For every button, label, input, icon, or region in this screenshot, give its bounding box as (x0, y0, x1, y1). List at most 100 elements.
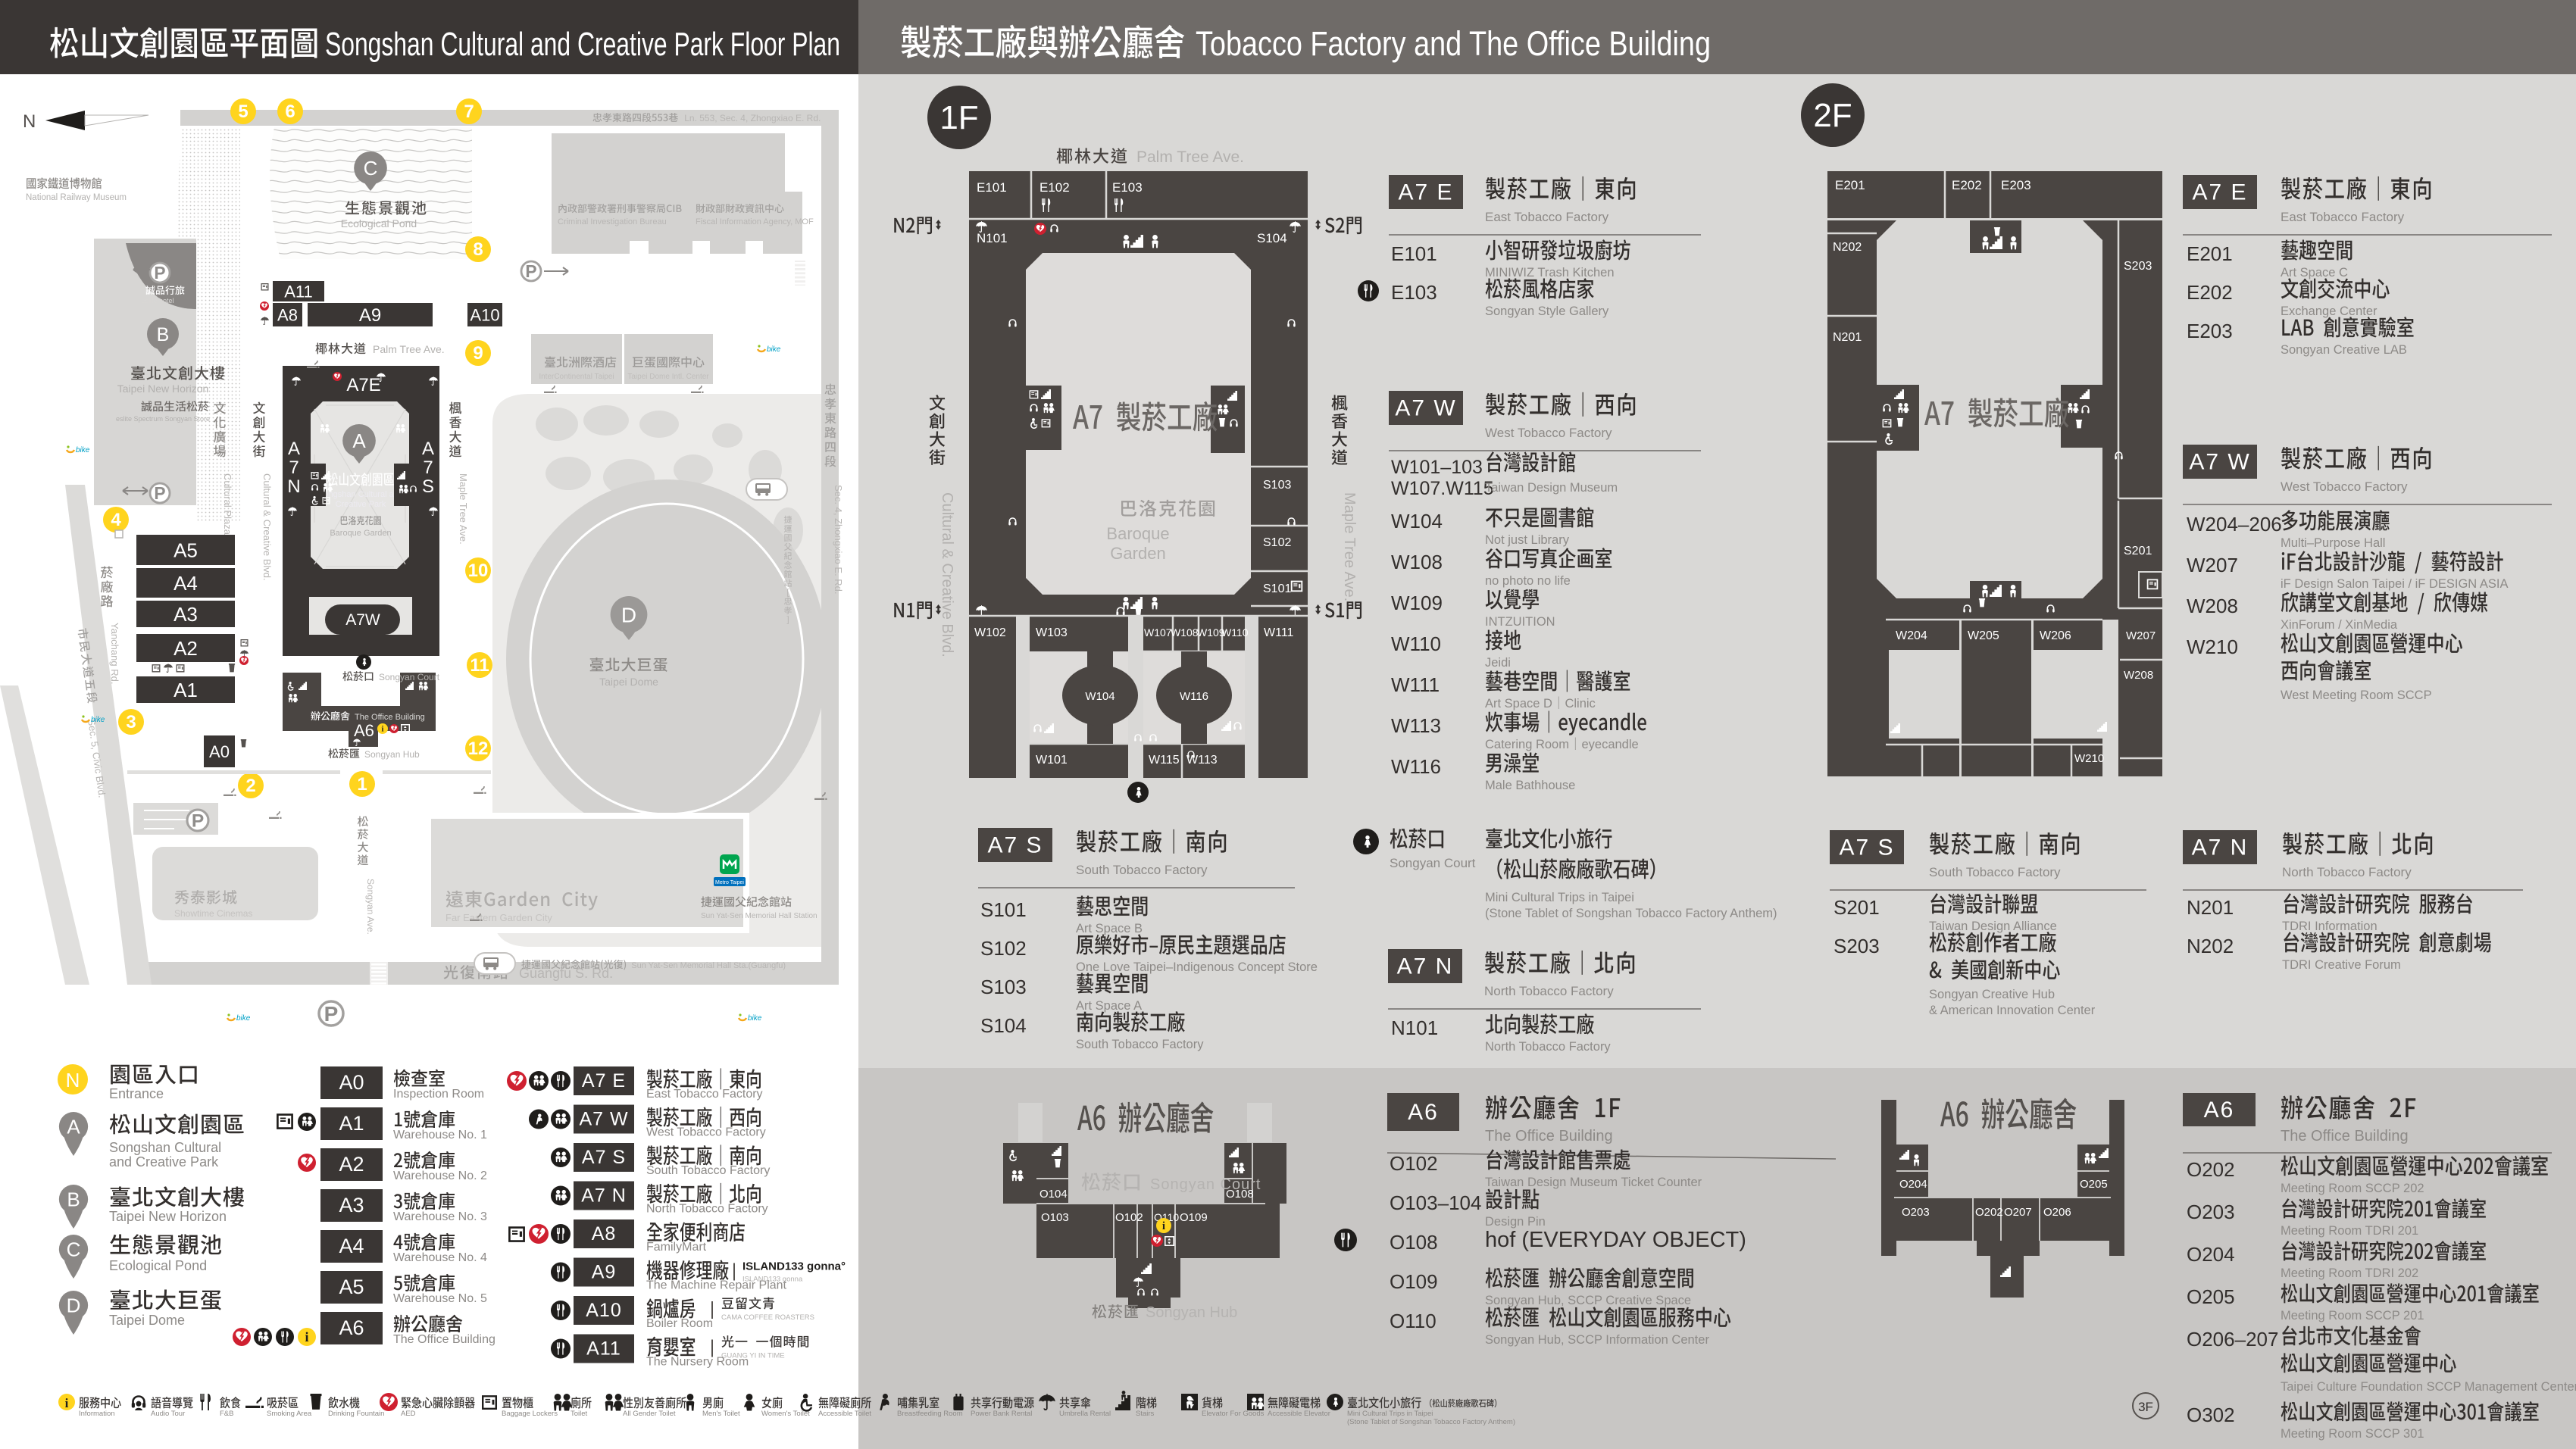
svg-text:W109: W109 (1197, 626, 1225, 639)
svg-text:W107: W107 (1144, 626, 1172, 639)
svg-text:Songyan Hub, SCCP Information: Songyan Hub, SCCP Information Center (1485, 1333, 1709, 1347)
svg-text:N: N (287, 476, 300, 497)
svg-text:All Gender Toilet: All Gender Toilet (623, 1410, 676, 1418)
svg-text:East Tobacco Factory: East Tobacco Factory (2281, 210, 2405, 224)
svg-text:A8: A8 (277, 305, 298, 324)
svg-text:A3: A3 (339, 1194, 364, 1216)
svg-text:A0: A0 (339, 1071, 364, 1094)
svg-text:3F: 3F (2138, 1400, 2153, 1414)
svg-text:GUANG YI IN TIME: GUANG YI IN TIME (721, 1352, 785, 1360)
svg-text:W204–206: W204–206 (2187, 513, 2282, 536)
svg-text:The Office Building: The Office Building (1485, 1128, 1613, 1145)
svg-text:Cultural & Creative Blvd.: Cultural & Creative Blvd. (939, 492, 955, 657)
svg-text:W208: W208 (2124, 669, 2153, 682)
svg-text:Men's Toilet: Men's Toilet (702, 1410, 740, 1418)
svg-text:Songshan Cultural and Creative: Songshan Cultural and Creative Park Floo… (325, 26, 840, 63)
svg-text:O102: O102 (1115, 1211, 1143, 1224)
svg-text:Showtime Cinemas: Showtime Cinemas (174, 908, 252, 919)
svg-text:North Tobacco Factory: North Tobacco Factory (2282, 865, 2412, 879)
svg-text:(Stone Tablet of Songshan Toba: (Stone Tablet of Songshan Tobacco Factor… (1347, 1418, 1515, 1426)
svg-text:A: A (288, 439, 300, 459)
svg-text:South Tobacco Factory: South Tobacco Factory (1076, 863, 1208, 877)
svg-text:S: S (422, 476, 434, 497)
svg-text:4: 4 (111, 510, 121, 530)
svg-text:East Tobacco Factory: East Tobacco Factory (1485, 210, 1609, 224)
svg-text:O102: O102 (1390, 1152, 1438, 1175)
svg-text:Warehouse No. 1: Warehouse No. 1 (393, 1129, 487, 1141)
svg-text:Taipei Culture Foundation SCCP: Taipei Culture Foundation SCCP Managemen… (2281, 1380, 2576, 1394)
svg-text:Umbrella Rental: Umbrella Rental (1059, 1410, 1111, 1418)
svg-text:W104: W104 (1391, 510, 1443, 532)
svg-text:Garden: Garden (1110, 544, 1165, 563)
svg-text:A: A (67, 1116, 80, 1138)
svg-text:W103: W103 (1036, 626, 1068, 639)
svg-text:A11: A11 (284, 282, 313, 301)
svg-text:and Creative Park: and Creative Park (109, 1154, 219, 1170)
svg-text:S102: S102 (980, 937, 1027, 960)
svg-text:O202: O202 (1975, 1206, 2003, 1219)
svg-text:A7 W: A7 W (2189, 450, 2250, 475)
svg-text:XinForum / XinMedia: XinForum / XinMedia (2281, 618, 2398, 632)
svg-text:ISLAND133 gonna: ISLAND133 gonna (742, 1276, 803, 1284)
svg-text:S101: S101 (1263, 582, 1291, 595)
svg-text:Breastfeeding Room: Breastfeeding Room (897, 1410, 963, 1418)
svg-text:bike: bike (91, 716, 105, 724)
svg-text:West Meeting Room SCCP: West Meeting Room SCCP (2281, 689, 2432, 702)
svg-text:A2: A2 (339, 1153, 364, 1176)
svg-text:Baggage Lockers: Baggage Lockers (502, 1410, 558, 1418)
svg-text:W205: W205 (1968, 629, 1999, 642)
svg-text:Elevator For Goods: Elevator For Goods (1202, 1410, 1265, 1418)
svg-text:7: 7 (289, 457, 299, 478)
svg-text:Maple Tree Ave.: Maple Tree Ave. (458, 473, 469, 545)
svg-text:Design Pin: Design Pin (1485, 1215, 1546, 1229)
svg-text:A1: A1 (174, 679, 198, 701)
svg-text:Information: Information (79, 1410, 115, 1418)
svg-text:1: 1 (357, 774, 367, 795)
svg-text:Ln. 553, Sec. 4, Zhongxiao E.: Ln. 553, Sec. 4, Zhongxiao E. Rd. (684, 113, 821, 123)
svg-text:Jeidi: Jeidi (1485, 656, 1511, 670)
svg-text:CAMA COFFEE ROASTERS: CAMA COFFEE ROASTERS (721, 1313, 814, 1322)
svg-text:W113: W113 (1186, 754, 1218, 767)
svg-text:A: A (352, 429, 366, 452)
svg-text:Exchange Center: Exchange Center (2281, 304, 2377, 318)
svg-text:Entrance: Entrance (109, 1086, 164, 1101)
svg-text:Taipei Dome: Taipei Dome (109, 1313, 185, 1328)
svg-text:O203: O203 (2187, 1201, 2235, 1223)
svg-text:Mini Cultural Trips in Taipei: Mini Cultural Trips in Taipei (1347, 1410, 1433, 1418)
svg-text:C: C (67, 1238, 81, 1261)
svg-text:South Tobacco Factory: South Tobacco Factory (646, 1164, 770, 1177)
svg-text:W101–103: W101–103 (1391, 457, 1483, 478)
svg-text:O202: O202 (2187, 1158, 2235, 1181)
svg-text:Taipei Dome: Taipei Dome (599, 676, 658, 688)
svg-text:bike: bike (767, 345, 781, 354)
svg-text:7: 7 (423, 457, 433, 478)
svg-text:Meeting Room TDRI 201: Meeting Room TDRI 201 (2281, 1224, 2418, 1238)
svg-text:Far Eastern Garden City: Far Eastern Garden City (445, 912, 552, 923)
svg-text:N202: N202 (1833, 241, 1862, 254)
svg-text:S103: S103 (1263, 479, 1291, 492)
svg-text:W210: W210 (2187, 635, 2238, 658)
svg-text:Baroque Garden: Baroque Garden (330, 529, 391, 538)
svg-text:Guangfu S. Rd.: Guangfu S. Rd. (519, 966, 613, 981)
svg-text:S103: S103 (980, 976, 1027, 998)
svg-text:A4: A4 (174, 572, 198, 595)
svg-text:W108: W108 (1171, 626, 1199, 639)
svg-text:Drinking Fountain: Drinking Fountain (328, 1410, 384, 1418)
svg-text:Accessible Elevator: Accessible Elevator (1268, 1410, 1330, 1418)
svg-text:A1: A1 (339, 1112, 364, 1135)
svg-text:O205: O205 (2080, 1178, 2108, 1191)
svg-text:Art Space A: Art Space A (1076, 999, 1142, 1013)
svg-text:A0: A0 (209, 742, 230, 761)
svg-text:A7 S: A7 S (1839, 835, 1894, 860)
svg-text:Taiwan Design Alliance: Taiwan Design Alliance (1929, 920, 2057, 933)
svg-text:P: P (324, 1002, 339, 1026)
svg-text:P: P (154, 483, 165, 503)
svg-text:P: P (154, 263, 165, 283)
svg-text:A7 E: A7 E (1398, 180, 1453, 205)
svg-text:Taipei New Horizon: Taipei New Horizon (117, 383, 209, 395)
svg-text:E203: E203 (2187, 320, 2233, 342)
svg-text:W110: W110 (1221, 626, 1249, 639)
svg-text:O302: O302 (2187, 1404, 2235, 1426)
svg-text:hof (EVERYDAY OBJECT): hof (EVERYDAY OBJECT) (1485, 1228, 1746, 1252)
svg-text:O104: O104 (1039, 1188, 1068, 1201)
